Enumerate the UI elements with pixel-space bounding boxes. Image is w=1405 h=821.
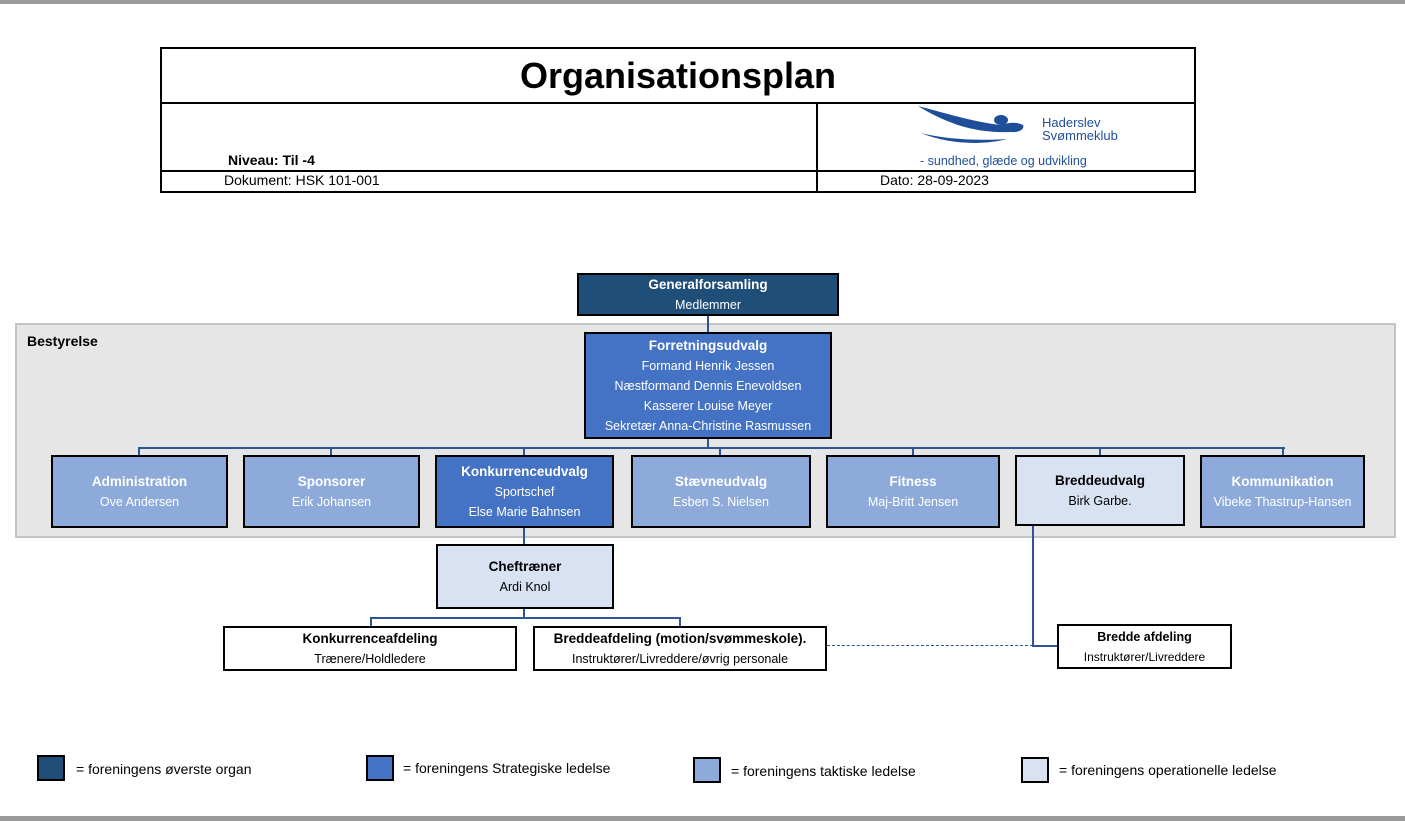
- node-line: Instruktører/Livreddere/øvrig personale: [571, 651, 789, 666]
- legend-swatch-strategic: [366, 755, 394, 781]
- node-title: Bredde afdeling: [1097, 629, 1192, 644]
- connector-line: [330, 447, 332, 457]
- connector-line: [1032, 645, 1059, 647]
- connector-line: [523, 607, 525, 618]
- legend-label: = foreningens Strategiske ledelse: [403, 760, 611, 776]
- node-title: Forretningsudvalg: [648, 337, 768, 353]
- node-forretningsudvalg: Forretningsudvalg Formand Henrik Jessen …: [584, 332, 832, 439]
- node-line: Maj-Britt Jensen: [867, 494, 959, 509]
- document-number: Dokument: HSK 101-001: [160, 170, 818, 193]
- node-title: Kommunikation: [1231, 473, 1334, 489]
- connector-line: [523, 447, 525, 457]
- legend-swatch-tactical: [693, 757, 721, 783]
- logo-line-1: Haderslev: [1042, 115, 1101, 130]
- legend-swatch-top: [37, 755, 65, 781]
- node-title: Konkurrenceafdeling: [302, 630, 438, 646]
- connector-line: [138, 447, 140, 457]
- node-line: Trænere/Holdledere: [314, 651, 426, 666]
- connector-line: [1282, 447, 1284, 457]
- connector-line: [1099, 447, 1101, 457]
- node-line: Esben S. Nielsen: [673, 494, 769, 509]
- node-administration: Administration Ove Andersen: [51, 455, 228, 528]
- connector-line: [707, 438, 709, 449]
- legend-label: = foreningens operationelle ledelse: [1059, 762, 1277, 778]
- node-generalforsamling: Generalforsamling Medlemmer: [577, 273, 839, 316]
- connector-line: [1032, 526, 1034, 647]
- node-title: Generalforsamling: [648, 276, 768, 292]
- swimmer-logo-icon: [918, 106, 1024, 143]
- node-konkurrenceudvalg: Konkurrenceudvalg Sportschef Else Marie …: [435, 455, 614, 528]
- logo-line-2: Svømmeklub: [1042, 128, 1118, 143]
- node-line: Medlemmer: [675, 297, 741, 312]
- node-line: Sekretær Anna-Christine Rasmussen: [604, 418, 812, 433]
- node-line: Ove Andersen: [99, 494, 180, 509]
- node-line: Birk Garbe.: [1068, 493, 1132, 508]
- node-title: Konkurrenceudvalg: [461, 463, 588, 479]
- node-staevneudvalg: Stævneudvalg Esben S. Nielsen: [631, 455, 811, 528]
- node-line: Vibeke Thastrup-Hansen: [1213, 494, 1352, 509]
- node-title: Administration: [91, 473, 188, 489]
- node-line: Ardi Knol: [499, 579, 551, 594]
- document-date: Dato: 28-09-2023: [816, 170, 1196, 193]
- node-line: Erik Johansen: [291, 494, 372, 509]
- node-line: Instruktører/Livreddere: [1083, 649, 1206, 664]
- node-breddeafdeling: Breddeafdeling (motion/svømmeskole). Ins…: [533, 626, 827, 671]
- connector-line: [138, 447, 1285, 449]
- node-konkurrenceafdeling: Konkurrenceafdeling Trænere/Holdledere: [223, 626, 517, 671]
- node-title: Breddeudvalg: [1054, 472, 1146, 488]
- node-bredde-afdeling: Bredde afdeling Instruktører/Livreddere: [1057, 624, 1232, 669]
- node-cheftraener: Cheftræner Ardi Knol: [436, 544, 614, 609]
- dashed-connector-line: [827, 645, 1033, 646]
- node-title: Stævneudvalg: [674, 473, 768, 489]
- node-line: Sportschef: [494, 484, 555, 499]
- node-kommunikation: Kommunikation Vibeke Thastrup-Hansen: [1200, 455, 1365, 528]
- node-title: Sponsorer: [297, 473, 366, 489]
- connector-line: [370, 617, 372, 627]
- legend-swatch-operational: [1021, 757, 1049, 783]
- niveau-label: Niveau: Til -4: [228, 152, 315, 168]
- top-border: [0, 0, 1405, 4]
- bottom-border: [0, 816, 1405, 821]
- node-title: Breddeafdeling (motion/svømmeskole).: [553, 630, 807, 646]
- header-cell-logo: [816, 102, 1196, 172]
- node-sponsorer: Sponsorer Erik Johansen: [243, 455, 420, 528]
- node-line: Kasserer Louise Meyer: [643, 398, 773, 413]
- connector-line: [719, 447, 721, 457]
- connector-line: [370, 617, 681, 619]
- connector-line: [912, 447, 914, 457]
- connector-line: [679, 617, 681, 627]
- node-title: Fitness: [889, 473, 937, 489]
- node-title: Cheftræner: [488, 558, 562, 574]
- node-fitness: Fitness Maj-Britt Jensen: [826, 455, 1000, 528]
- board-label: Bestyrelse: [27, 333, 98, 349]
- logo-tagline: - sundhed, glæde og udvikling: [920, 154, 1087, 168]
- node-line: Else Marie Bahnsen: [468, 504, 581, 519]
- node-line: Næstformand Dennis Enevoldsen: [614, 378, 802, 393]
- legend-label: = foreningens taktiske ledelse: [731, 763, 916, 779]
- node-line: Formand Henrik Jessen: [641, 358, 775, 373]
- legend-label: = foreningens øverste organ: [76, 761, 252, 777]
- connector-line: [707, 314, 709, 334]
- node-breddeudvalg: Breddeudvalg Birk Garbe.: [1015, 455, 1185, 526]
- connector-line: [523, 527, 525, 546]
- logo-text: Haderslev Svømmeklub: [1042, 116, 1118, 142]
- page-title: Organisationsplan: [160, 47, 1196, 104]
